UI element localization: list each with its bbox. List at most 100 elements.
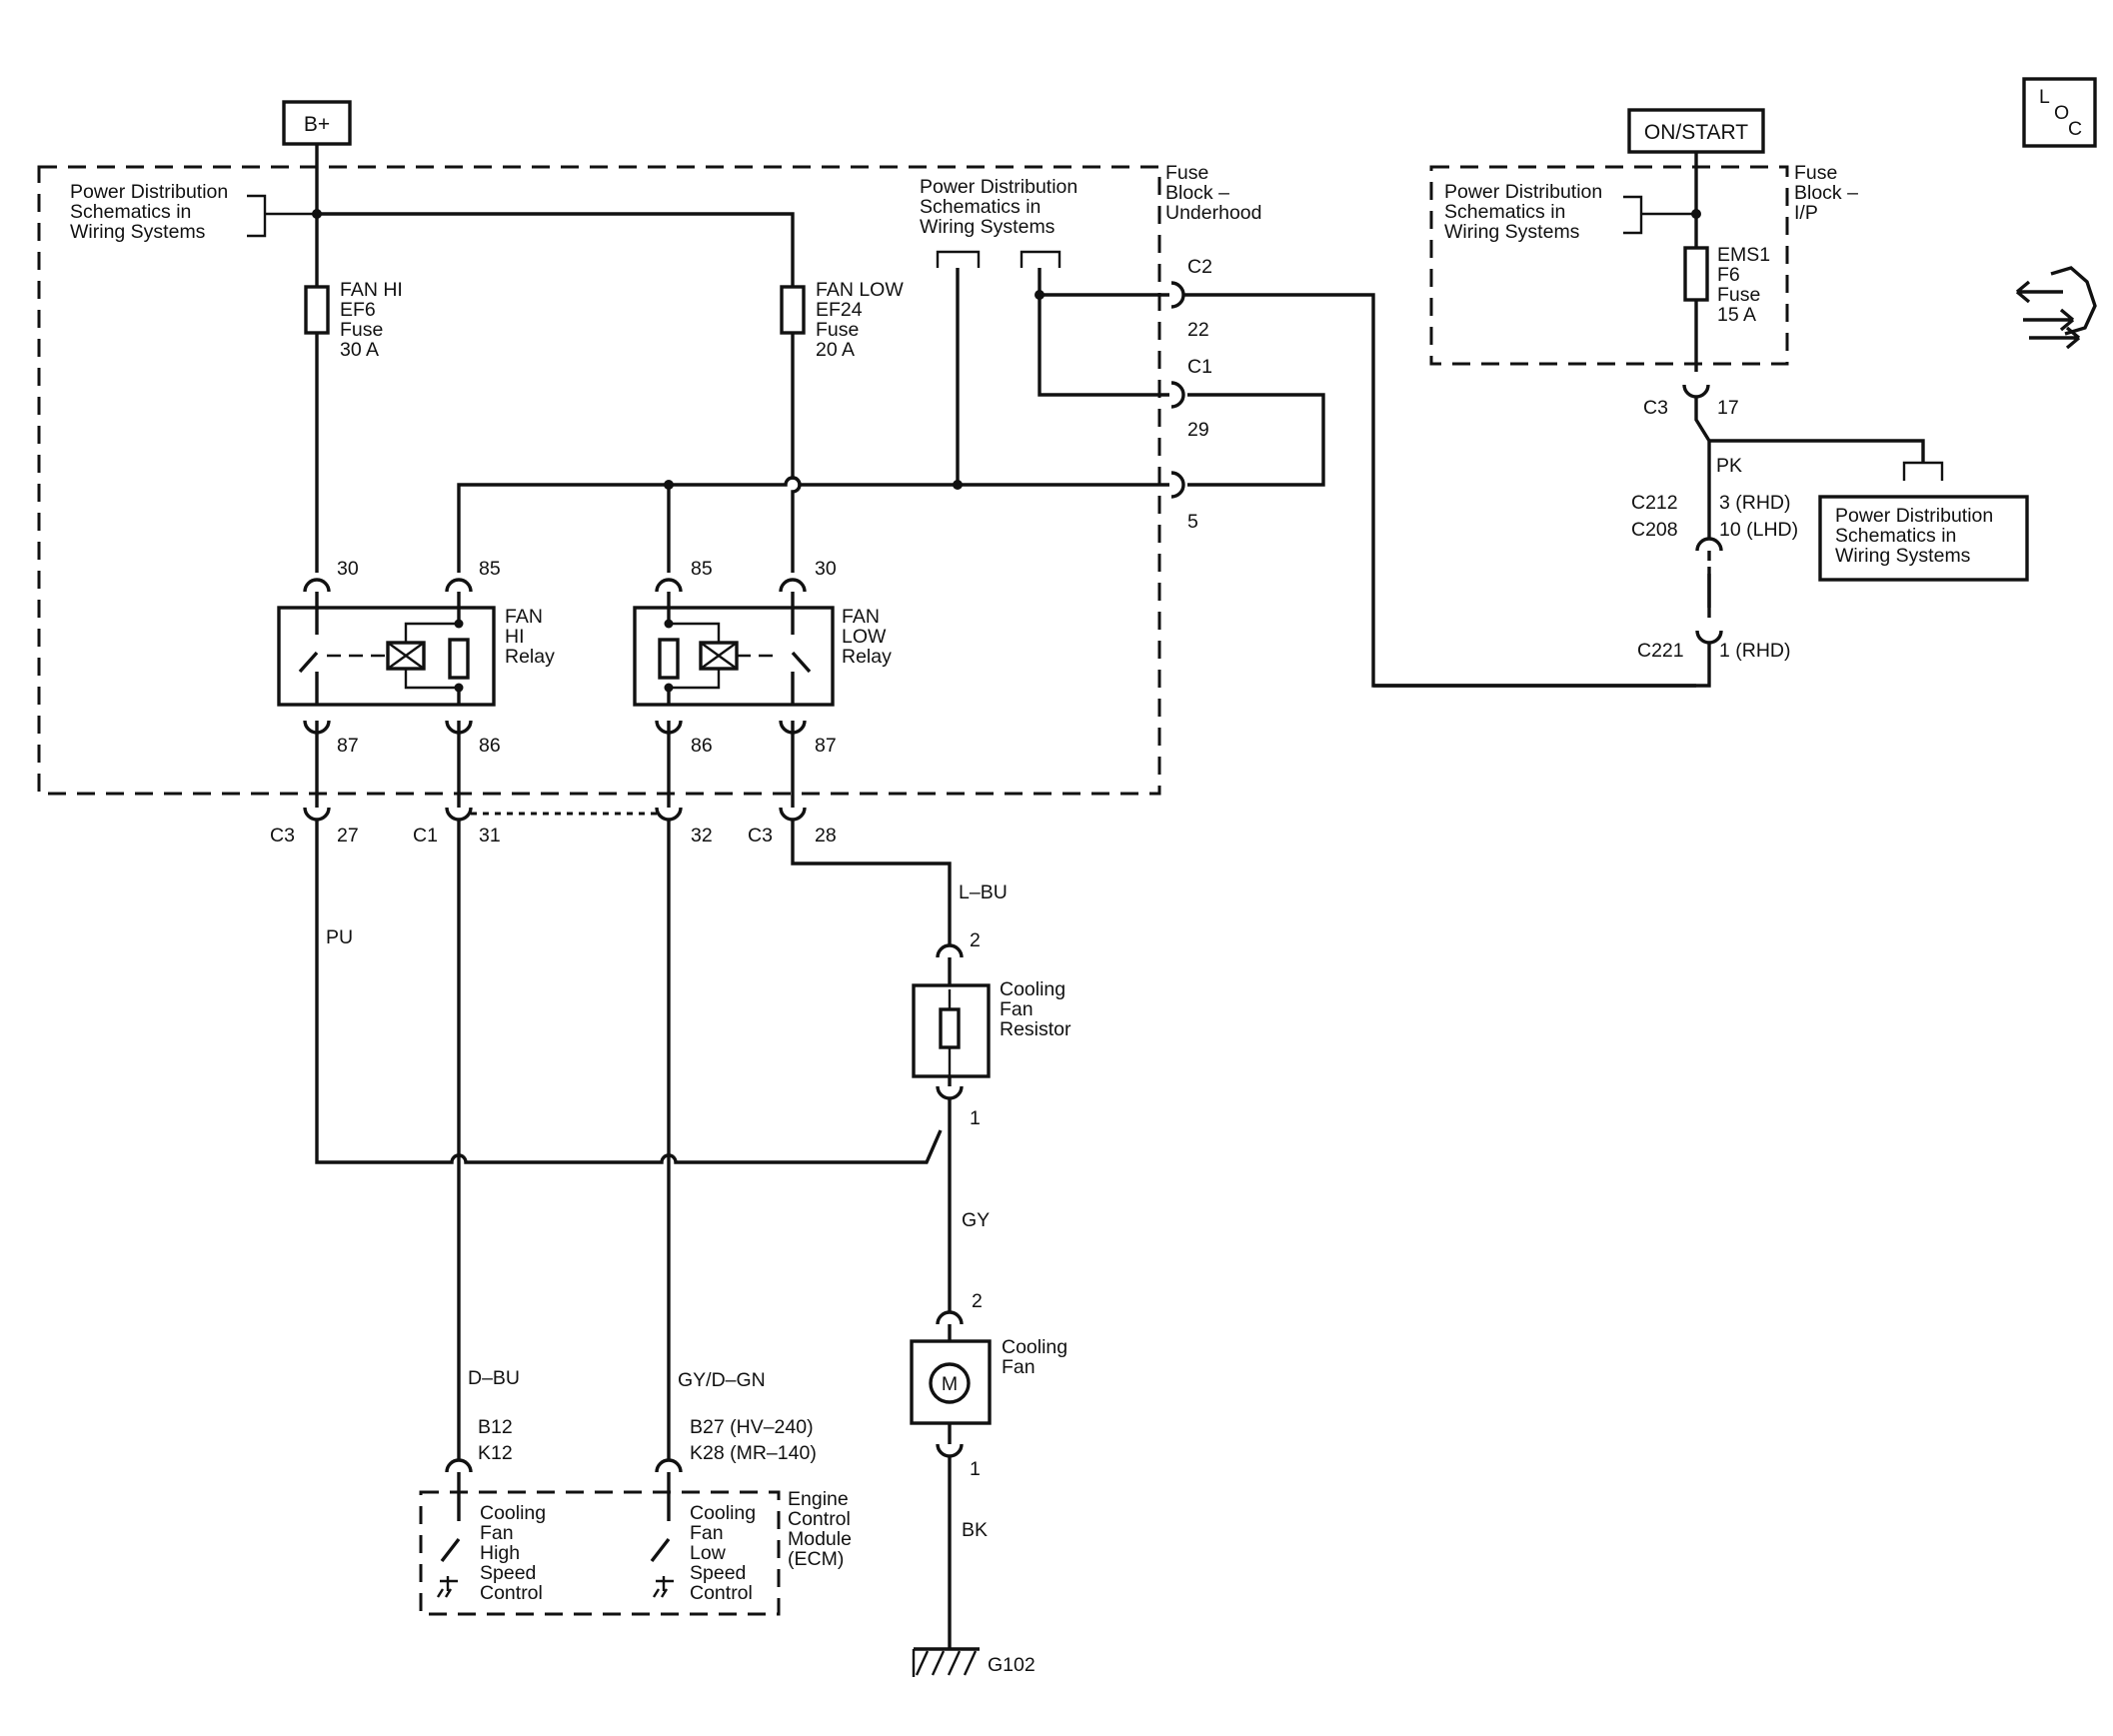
engine-control-module: Engine Control Module (ECM) B12 K12 B27 … — [419, 1416, 852, 1616]
connector-c221: C221 1 (RHD) — [1637, 630, 1791, 662]
underhood-fuse-block-label-3: Underhood — [1165, 202, 1262, 224]
svg-text:Fuse: Fuse — [1717, 284, 1760, 306]
connector-c2: C2 22 — [1170, 256, 1696, 688]
svg-text:Schematics in: Schematics in — [920, 196, 1041, 218]
svg-text:Fan: Fan — [480, 1522, 514, 1544]
svg-text:C: C — [2068, 118, 2082, 140]
svg-text:86: 86 — [691, 735, 713, 757]
svg-text:1: 1 — [970, 1107, 981, 1129]
svg-text:Fuse: Fuse — [340, 319, 383, 341]
c2-to-c221-wire — [1373, 643, 1711, 688]
svg-text:Fan: Fan — [1002, 1356, 1036, 1378]
svg-text:31: 31 — [479, 825, 501, 847]
svg-text:Speed: Speed — [690, 1562, 746, 1584]
fan-hi-relay: 30 85 87 86 FAN HI Relay — [277, 558, 555, 757]
svg-text:Power Distribution: Power Distribution — [920, 176, 1077, 198]
underhood-fuse-block-label-1: Fuse — [1165, 162, 1208, 184]
svg-text:Schematics in: Schematics in — [70, 201, 191, 223]
svg-text:(ECM): (ECM) — [788, 1548, 844, 1570]
svg-text:FAN LOW: FAN LOW — [816, 279, 904, 301]
svg-text:Control: Control — [690, 1582, 753, 1604]
wire-pk — [1694, 397, 1711, 538]
svg-text:O: O — [2054, 102, 2069, 124]
wire-l-bu-label: L–BU — [959, 881, 1008, 903]
svg-text:29: 29 — [1187, 419, 1209, 441]
svg-text:Power Distribution: Power Distribution — [1444, 181, 1602, 203]
svg-text:FAN HI: FAN HI — [340, 279, 403, 301]
svg-text:Module: Module — [788, 1528, 852, 1550]
svg-text:C3: C3 — [748, 825, 773, 847]
svg-text:Control: Control — [788, 1508, 851, 1530]
svg-text:Relay: Relay — [842, 646, 892, 668]
svg-text:EMS1: EMS1 — [1717, 244, 1770, 266]
svg-text:B12: B12 — [478, 1416, 513, 1438]
cooling-fan-motor: 2 M Cooling Fan 1 — [910, 1290, 1067, 1480]
connector-c1-31: C1 31 — [413, 807, 501, 847]
svg-text:K12: K12 — [478, 1442, 513, 1464]
svg-text:30 A: 30 A — [340, 339, 379, 361]
svg-text:C1: C1 — [1187, 356, 1212, 378]
svg-text:30: 30 — [337, 558, 359, 580]
svg-text:Cooling: Cooling — [480, 1502, 546, 1524]
svg-text:High: High — [480, 1542, 520, 1564]
c1-jumper — [1187, 393, 1325, 487]
svg-text:Schematics in: Schematics in — [1444, 201, 1565, 223]
connector-c3-27: C3 27 — [270, 807, 359, 847]
underhood-fuse-block-outline — [37, 165, 1161, 796]
wire-bk-label: BK — [962, 1519, 988, 1541]
power-distribution-ref-box: Power Distribution Schematics in Wiring … — [1818, 495, 2029, 582]
svg-text:5: 5 — [1187, 511, 1198, 533]
ignition-source: ON/START — [1627, 108, 1765, 154]
svg-text:Wiring Systems: Wiring Systems — [1444, 221, 1580, 243]
svg-text:EF6: EF6 — [340, 299, 376, 321]
wire-d-bu-label: D–BU — [468, 1367, 520, 1389]
svg-text:86: 86 — [479, 735, 501, 757]
svg-text:Schematics in: Schematics in — [1835, 525, 1956, 547]
ground-g102: G102 — [912, 1647, 1036, 1677]
wire-gy-d-gn-label: GY/D–GN — [678, 1369, 766, 1391]
svg-text:32: 32 — [691, 825, 713, 847]
svg-text:27: 27 — [337, 825, 359, 847]
svg-text:L: L — [2039, 86, 2050, 108]
svg-text:Resistor: Resistor — [1000, 1018, 1071, 1040]
svg-text:Wiring Systems: Wiring Systems — [920, 216, 1056, 238]
ignition-label: ON/START — [1644, 121, 1748, 144]
connector-c1-5: 5 — [1170, 471, 1198, 533]
svg-text:10 (LHD): 10 (LHD) — [1719, 519, 1798, 541]
svg-text:3 (RHD): 3 (RHD) — [1719, 492, 1791, 514]
ip-fuse-block-label-3: I/P — [1794, 202, 1818, 224]
svg-text:17: 17 — [1717, 397, 1739, 419]
svg-text:30: 30 — [815, 558, 837, 580]
svg-text:C3: C3 — [270, 825, 295, 847]
svg-text:F6: F6 — [1717, 264, 1740, 286]
svg-text:2: 2 — [972, 1290, 983, 1312]
harness-connector-icon — [2015, 266, 2097, 350]
svg-text:1 (RHD): 1 (RHD) — [1719, 640, 1791, 662]
ip-fuse-block-outline — [1429, 165, 1789, 366]
svg-text:Fan: Fan — [690, 1522, 724, 1544]
svg-text:22: 22 — [1187, 319, 1209, 341]
svg-text:C221: C221 — [1637, 640, 1684, 662]
svg-text:Engine: Engine — [788, 1488, 849, 1510]
svg-text:85: 85 — [479, 558, 501, 580]
svg-text:Power Distribution: Power Distribution — [1835, 505, 1993, 527]
svg-text:Cooling: Cooling — [1000, 978, 1065, 1000]
wire-gy-label: GY — [962, 1209, 990, 1231]
wire-pu — [315, 820, 943, 1164]
battery-label: B+ — [304, 113, 330, 136]
svg-text:G102: G102 — [988, 1654, 1036, 1676]
svg-text:Speed: Speed — [480, 1562, 536, 1584]
svg-text:C208: C208 — [1631, 519, 1678, 541]
svg-text:Wiring Systems: Wiring Systems — [70, 221, 206, 243]
svg-text:Cooling: Cooling — [690, 1502, 756, 1524]
fuse-fan-hi: FAN HI EF6 Fuse 30 A — [304, 279, 403, 361]
c2-loop — [1038, 268, 1169, 397]
svg-text:Control: Control — [480, 1582, 543, 1604]
loc-icon: L O C — [2022, 77, 2097, 148]
power-distribution-ref-ip: Power Distribution Schematics in Wiring … — [1444, 181, 1696, 243]
fan-low-relay: 85 30 86 87 FAN LOW Relay — [633, 558, 892, 757]
wire-pk-label: PK — [1716, 455, 1742, 477]
svg-text:C3: C3 — [1643, 397, 1668, 419]
fuse-fan-low: FAN LOW EF24 Fuse 20 A — [780, 279, 904, 361]
svg-text:1: 1 — [970, 1458, 981, 1480]
